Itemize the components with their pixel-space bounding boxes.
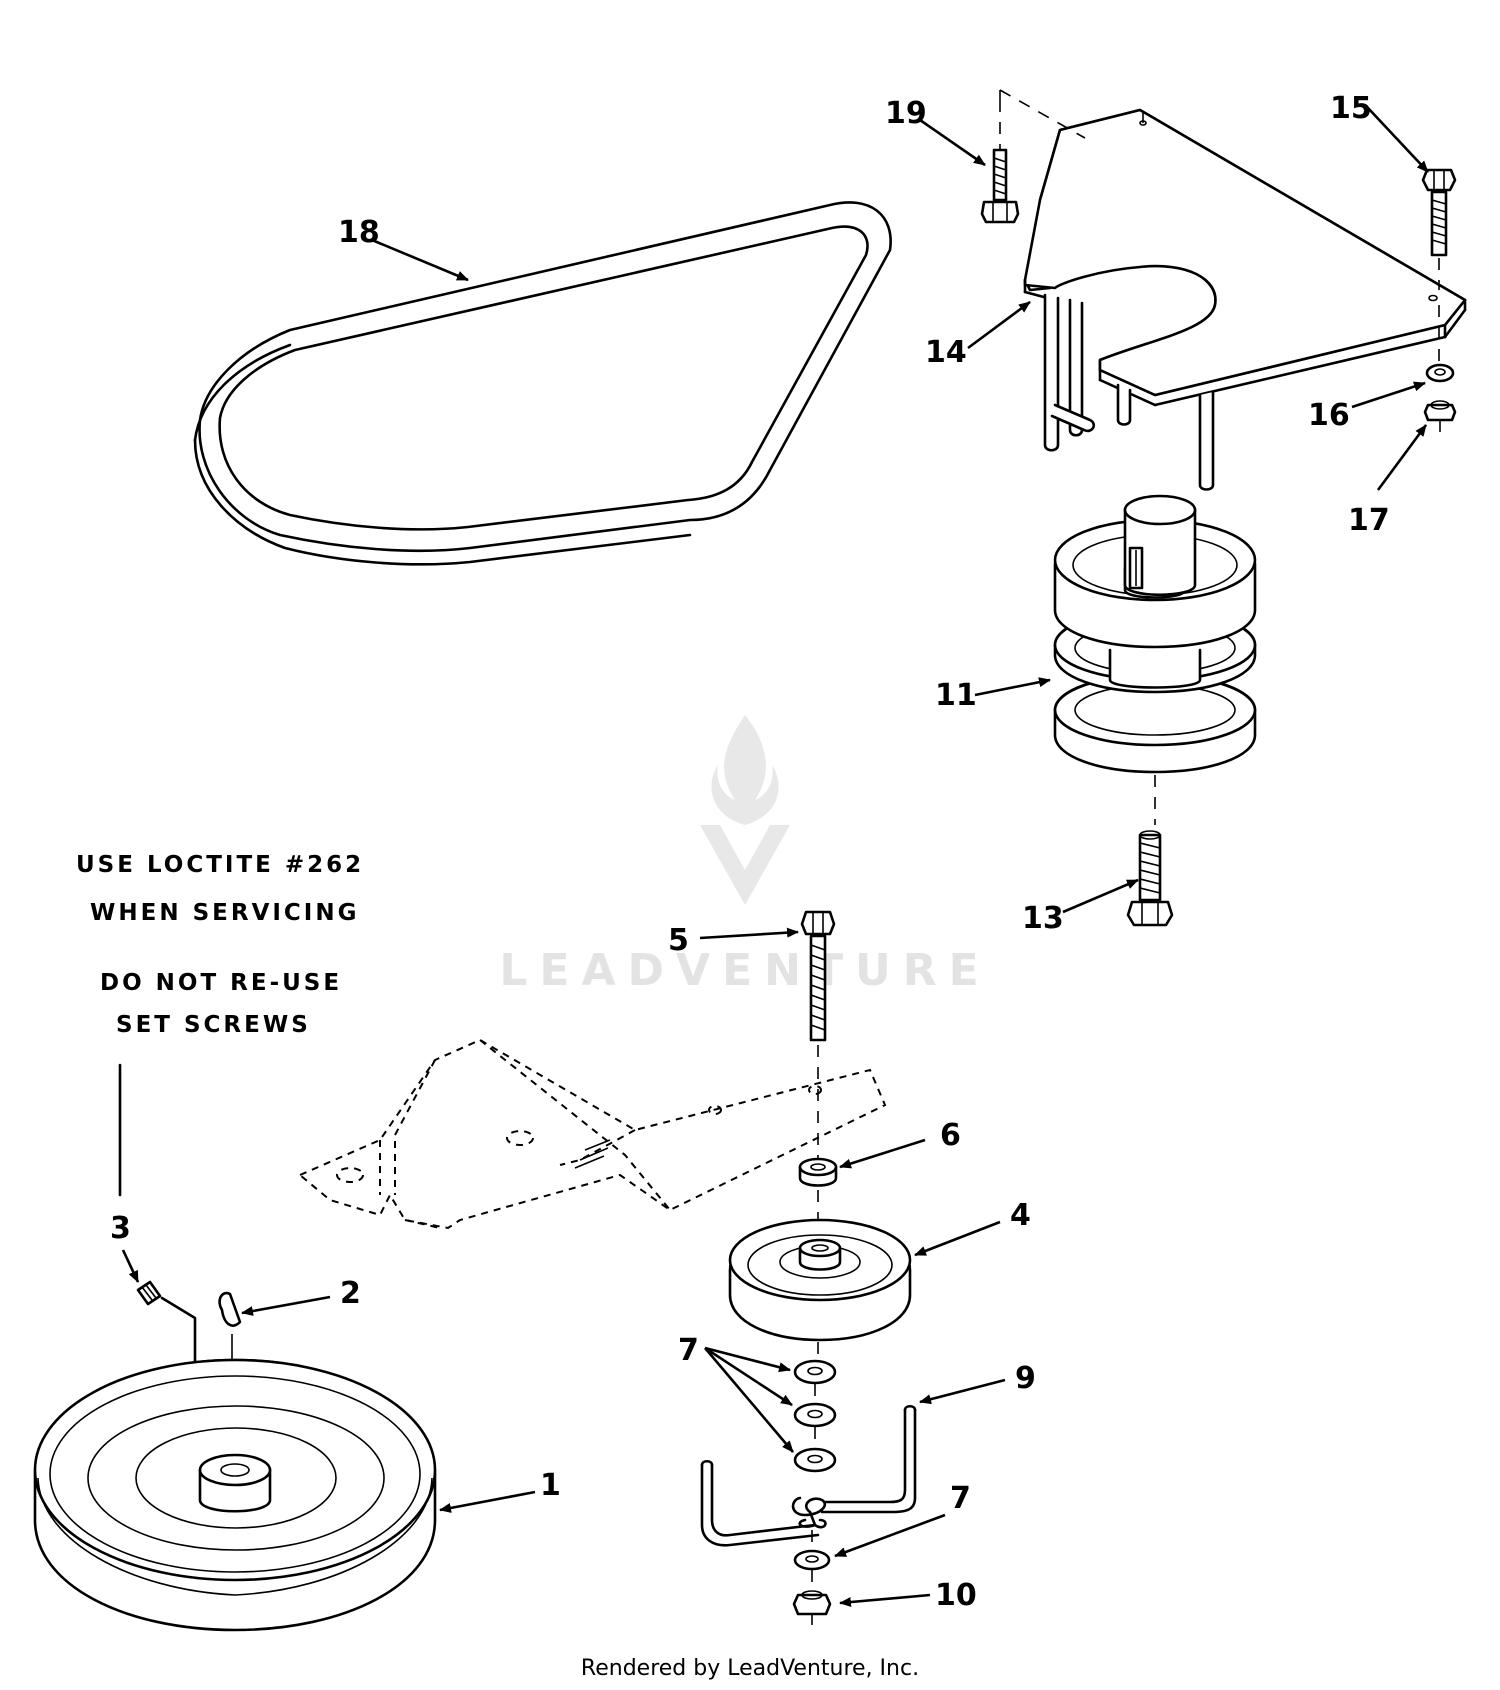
callout-7b: 7: [950, 1481, 971, 1516]
arrow-7b: [834, 1513, 946, 1558]
note-line-1: USE LOCTITE #262: [76, 852, 364, 878]
arrow-11: [974, 677, 1051, 697]
part-5-bolt: [800, 910, 836, 1160]
callout-13: 13: [1022, 901, 1064, 936]
callout-11: 11: [935, 678, 977, 713]
part-3-set-screw: [136, 1280, 197, 1447]
part-4-idler-pulley: [728, 1218, 912, 1360]
arrow-9: [919, 1378, 1006, 1405]
note-line-4: SET SCREWS: [116, 1012, 311, 1038]
arrow-15: [1367, 107, 1429, 173]
part-13-bolt: [1126, 830, 1174, 927]
arrow-13: [1062, 878, 1139, 914]
part-16-washer: [1425, 305, 1455, 383]
arrow-1: [439, 1490, 536, 1513]
arrow-3: [121, 1249, 140, 1283]
callout-4: 4: [1010, 1198, 1031, 1233]
note-line-2: WHEN SERVICING: [90, 900, 360, 926]
callout-15: 15: [1330, 91, 1372, 126]
footer-credit: Rendered by LeadVenture, Inc.: [581, 1656, 919, 1681]
callout-6: 6: [940, 1118, 961, 1153]
note-line-3: DO NOT RE-USE: [100, 970, 342, 996]
callout-18: 18: [338, 215, 380, 250]
arrow-17: [1376, 424, 1428, 491]
arrow-7a-1: [704, 1346, 791, 1373]
arrow-19: [919, 118, 986, 167]
part-11-double-pulley: [1053, 494, 1257, 825]
part-9-torsion-spring: [700, 1404, 917, 1590]
arrow-16: [1351, 381, 1426, 409]
watermark-logo: [700, 715, 790, 905]
leader-19-14: [999, 89, 1086, 139]
part-17-nut: [1423, 400, 1457, 432]
arrow-18: [371, 238, 469, 282]
part-10-nut: [792, 1590, 832, 1625]
callout-19: 19: [885, 96, 927, 131]
arrow-4: [914, 1220, 1001, 1257]
deck-bracket-dashed: [298, 1038, 887, 1230]
part-15-bolt: [1421, 168, 1457, 290]
callout-3: 3: [110, 1211, 131, 1246]
part-7-washers: [793, 1359, 837, 1571]
part-14-idler-bracket: [1023, 108, 1467, 491]
watermark-text: LEADVENTURE: [499, 945, 990, 996]
callout-14: 14: [925, 335, 967, 370]
arrow-10: [839, 1593, 931, 1608]
callout-16: 16: [1308, 398, 1350, 433]
part-19-bolt: [980, 100, 1020, 224]
part-1-drive-pulley: [33, 1358, 437, 1632]
arrow-5: [699, 927, 799, 940]
callout-7a: 7: [678, 1333, 699, 1368]
arrow-7a-3: [704, 1347, 794, 1453]
arrow-6: [839, 1138, 926, 1169]
part-6-spacer: [798, 1157, 838, 1235]
arrow-14: [967, 300, 1031, 350]
arrow-7a-2: [704, 1346, 793, 1407]
callout-2: 2: [340, 1276, 361, 1311]
callout-10: 10: [935, 1578, 977, 1613]
callout-9: 9: [1015, 1361, 1036, 1396]
arrow-2: [241, 1295, 331, 1316]
callout-17: 17: [1348, 503, 1390, 538]
callout-1: 1: [540, 1468, 561, 1503]
part-18-v-belt: [193, 201, 892, 566]
callout-5: 5: [668, 923, 689, 958]
